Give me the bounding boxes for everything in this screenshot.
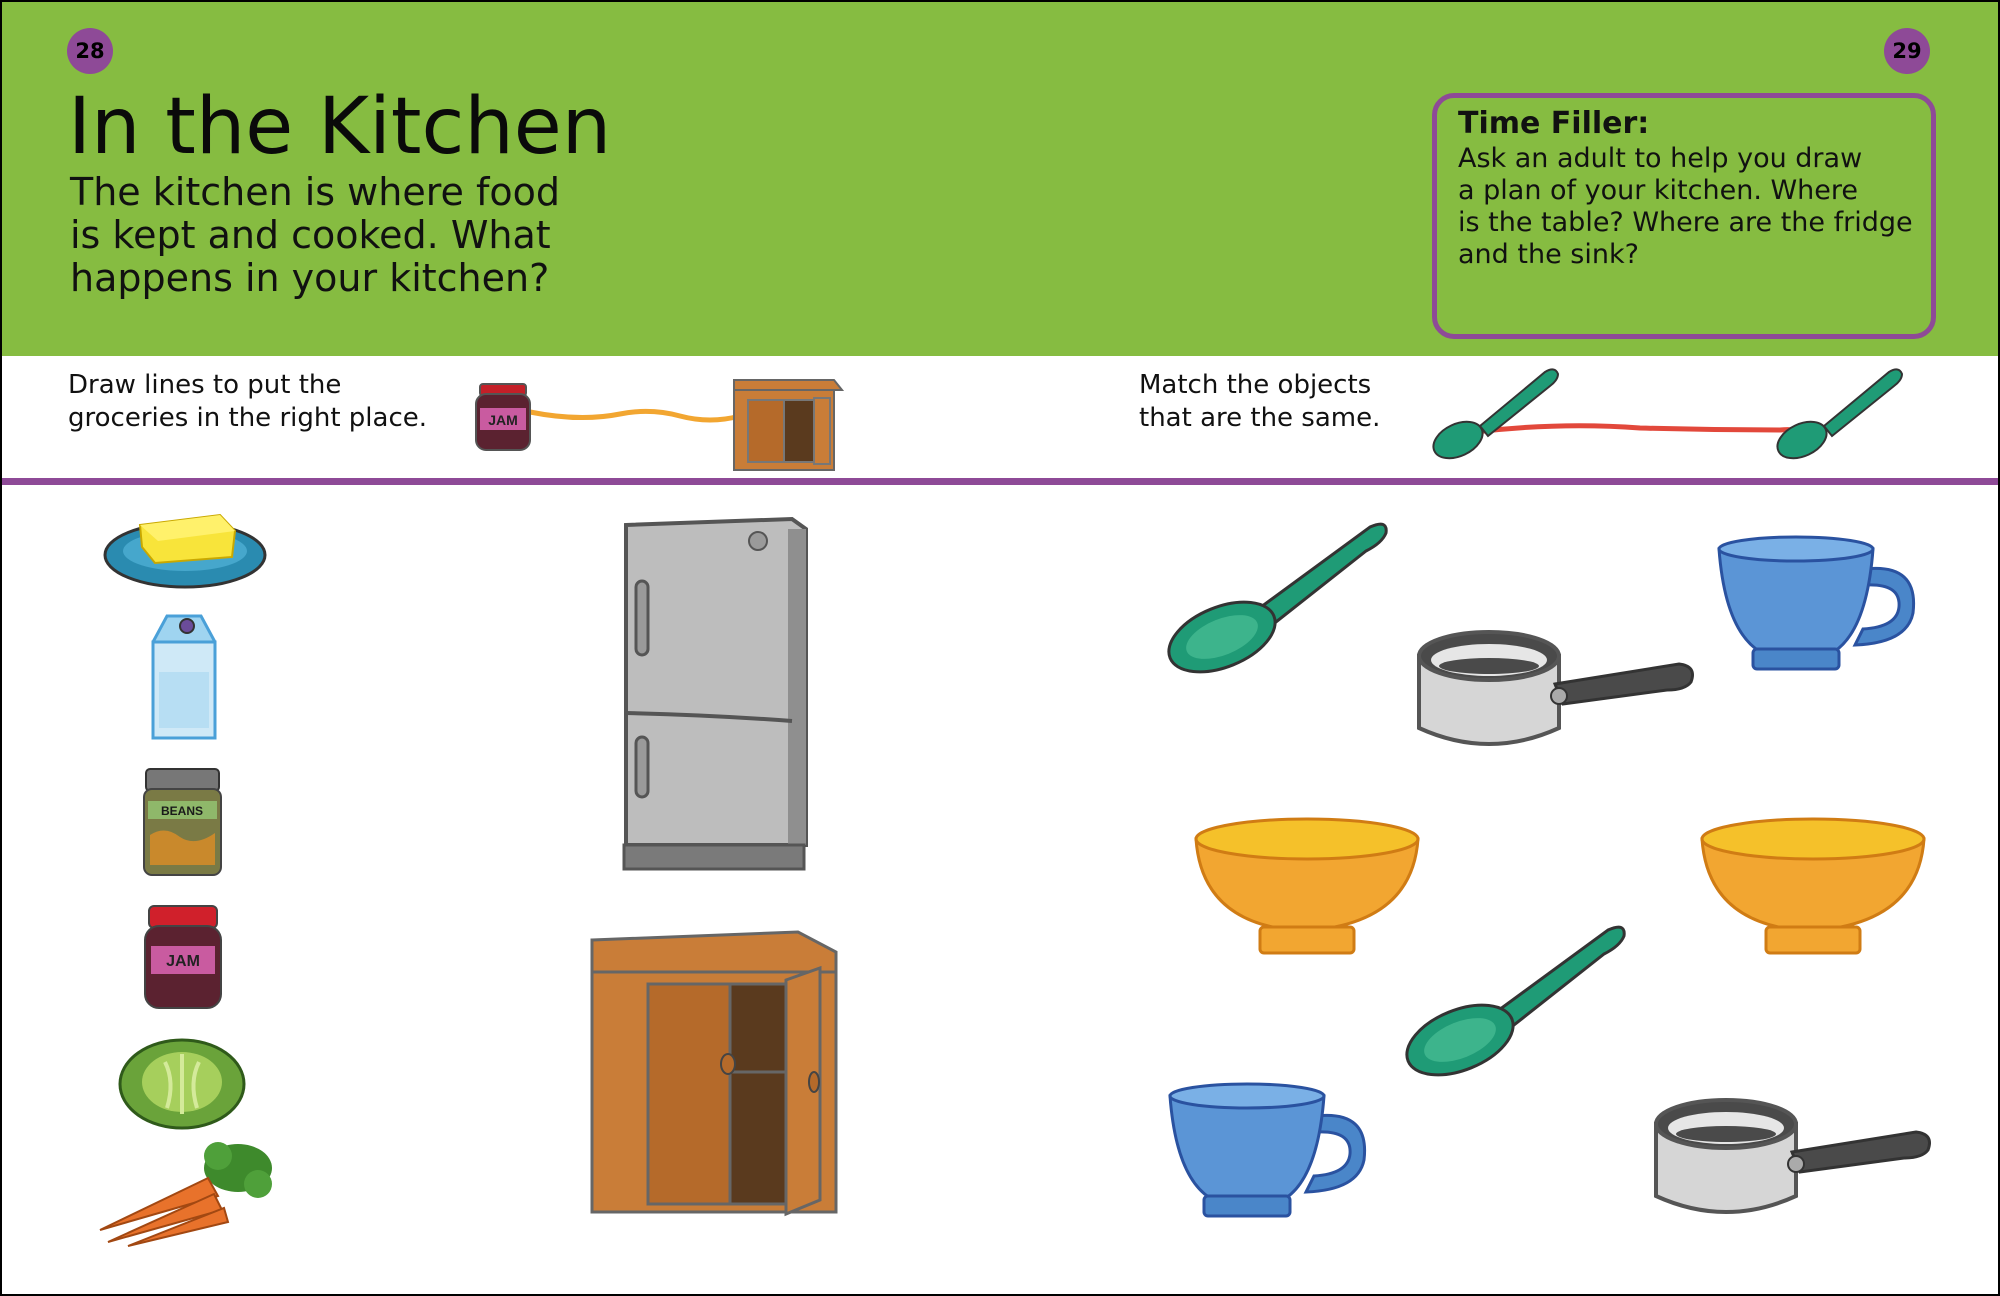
cupboard-icon — [588, 928, 838, 1228]
saucepan-icon — [1415, 620, 1697, 760]
time-filler-line-3: is the table? Where are the fridge — [1458, 207, 1913, 238]
page-number-right: 29 — [1884, 28, 1930, 74]
time-filler-line-1: Ask an adult to help you draw — [1458, 143, 1863, 174]
bowl-icon — [1192, 815, 1422, 960]
section-divider — [0, 478, 2000, 485]
example-spoon-icon-left — [1432, 368, 1560, 460]
intro-line-2: is kept and cooked. What — [70, 213, 551, 257]
bowl-icon — [1698, 815, 1928, 960]
jam-label: JAM — [166, 953, 200, 970]
time-filler-box — [1432, 93, 1936, 339]
butter-icon — [100, 495, 270, 595]
page-title: In the Kitchen — [68, 82, 612, 172]
header-banner — [0, 0, 2000, 356]
jam-jar-icon: JAM — [143, 902, 223, 1012]
fridge-icon — [622, 515, 808, 875]
spoon-icon — [1398, 918, 1628, 1078]
cup-icon — [1166, 1080, 1371, 1230]
example-match-line — [1474, 423, 1812, 439]
spoon-icon — [1160, 515, 1390, 675]
beans-label: BEANS — [161, 804, 203, 818]
example-jam-to-cupboard: JAM — [470, 370, 850, 475]
page-frame-bottom — [0, 1294, 2000, 1296]
example-connector-line — [529, 408, 741, 423]
match-instruction-line-2: that are the same. — [1139, 403, 1381, 433]
milk-carton-icon — [145, 612, 220, 742]
time-filler-line-4: and the sink? — [1458, 239, 1639, 270]
intro-line-1: The kitchen is where food — [70, 170, 560, 214]
example-jam-label: JAM — [488, 412, 518, 428]
example-spoon-match — [1410, 360, 1910, 470]
time-filler-title: Time Filler: — [1458, 106, 1650, 141]
page-frame-left — [0, 0, 2, 1296]
groceries-instruction-line-1: Draw lines to put the — [68, 370, 342, 400]
lettuce-icon — [115, 1032, 250, 1132]
page-frame-top — [0, 0, 2000, 2]
intro-line-3: happens in your kitchen? — [70, 256, 550, 300]
example-cupboard-icon — [733, 379, 845, 471]
beans-jar-icon: BEANS — [140, 765, 225, 880]
saucepan-icon — [1652, 1088, 1934, 1228]
match-instruction-line-1: Match the objects — [1139, 370, 1372, 400]
page-frame-right — [1998, 0, 2000, 1296]
cup-icon — [1715, 533, 1920, 683]
groceries-instruction-line-2: groceries in the right place. — [68, 403, 428, 433]
time-filler-line-2: a plan of your kitchen. Where — [1458, 175, 1859, 206]
example-jam-icon: JAM — [475, 383, 531, 451]
carrots-icon — [98, 1138, 278, 1248]
example-spoon-icon-right — [1776, 368, 1904, 460]
page-number-left: 28 — [67, 28, 113, 74]
